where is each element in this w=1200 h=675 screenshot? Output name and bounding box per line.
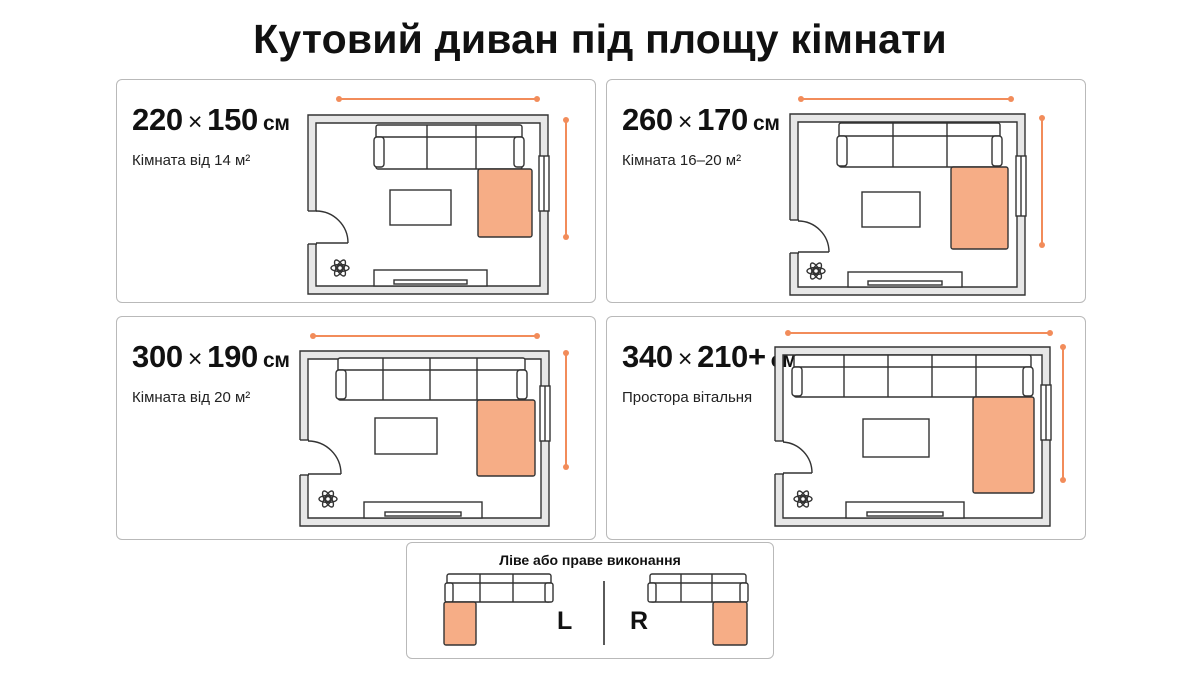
coffee-table — [389, 189, 452, 226]
sofa-depth: 190 — [207, 339, 258, 374]
sofa-arm — [335, 369, 347, 400]
room-floor-plan — [774, 330, 1066, 527]
sofa-depth: 150 — [207, 102, 258, 137]
sofa-width: 220 — [132, 102, 183, 137]
sofa-back — [838, 122, 1001, 168]
room-floor-plan — [789, 96, 1045, 296]
room-floor-plan — [307, 96, 569, 295]
sofa-depth: 170 — [697, 102, 748, 137]
orientation-legend: Ліве або праве виконання — [406, 542, 774, 659]
sofa-back — [793, 354, 1032, 398]
sofa-width: 300 — [132, 339, 183, 374]
plant — [318, 490, 338, 508]
unit-label: см — [262, 349, 290, 372]
sofa-card-340x210: 340×210+см Простора вітальня — [606, 316, 1086, 540]
unit-label: см — [752, 112, 780, 135]
room-size-label: Кімната від 20 м² — [132, 389, 251, 406]
coffee-table — [374, 417, 438, 455]
right-sofa-icon — [647, 573, 749, 646]
sofa-arm — [373, 136, 385, 168]
sofa-back — [375, 124, 523, 170]
times-sign: × — [677, 108, 693, 136]
door-opening — [307, 211, 317, 244]
plant — [793, 490, 813, 508]
page-title: Кутовий диван під площу кімнати — [253, 16, 947, 62]
door-opening — [789, 220, 799, 253]
coffee-table — [861, 191, 921, 228]
sofa-chaise — [972, 396, 1035, 494]
unit-label: см — [262, 112, 290, 135]
sofa-chaise — [476, 399, 536, 477]
door-opening — [299, 440, 309, 475]
times-sign: × — [677, 345, 693, 373]
plant — [330, 259, 350, 277]
tv — [384, 511, 462, 517]
left-orientation-label: L — [557, 607, 573, 635]
room-floor-plan — [299, 333, 569, 527]
door-opening — [774, 441, 784, 474]
times-sign: × — [187, 345, 203, 373]
orientation-icons — [443, 573, 749, 646]
sofa-width: 260 — [622, 102, 673, 137]
sofa-arm — [791, 366, 803, 397]
room-size-label: Кімната від 14 м² — [132, 152, 251, 169]
tv — [867, 280, 943, 286]
sofa-width: 340 — [622, 339, 673, 374]
sofa-depth: 210+ — [697, 339, 766, 374]
times-sign: × — [187, 108, 203, 136]
sofa-chaise — [950, 166, 1009, 250]
sofa-back — [337, 357, 526, 401]
tv — [866, 511, 944, 517]
sofa-chaise — [477, 168, 533, 238]
legend-title: Ліве або праве виконання — [499, 552, 681, 568]
sofa-dimensions: 340×210+см — [622, 339, 798, 375]
right-orientation-label: R — [630, 607, 649, 635]
room-size-label: Простора вітальня — [622, 389, 753, 406]
left-sofa-icon — [443, 573, 554, 646]
plant — [806, 262, 826, 280]
room-size-label: Кімната 16–20 м² — [622, 152, 742, 169]
tv — [393, 279, 468, 285]
coffee-table — [862, 418, 930, 458]
sofa-arm — [836, 135, 848, 167]
